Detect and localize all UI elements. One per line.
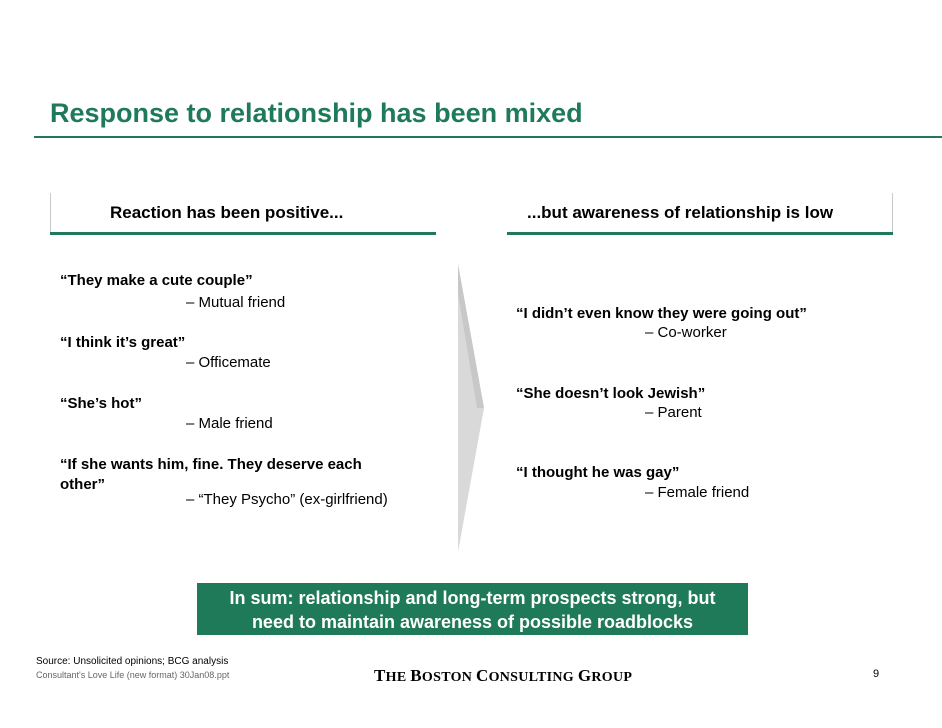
left-column-header: Reaction has been positive...	[50, 193, 436, 235]
left-header-divider	[50, 193, 51, 235]
company-logo: THE BOSTON CONSULTING GROUP	[374, 666, 633, 685]
left-header-underline	[50, 232, 436, 235]
right-attribution-3: – Female friend	[645, 484, 750, 501]
left-attribution-4: – “They Psycho” (ex-girlfriend)	[186, 491, 388, 508]
title-rule	[34, 136, 942, 138]
right-column-heading: ...but awareness of relationship is low	[527, 203, 834, 222]
left-quote-2: “I think it’s great”	[60, 334, 186, 351]
right-column-header: ...but awareness of relationship is low	[507, 193, 893, 235]
left-quote-4-line1: “If she wants him, fine. They deserve ea…	[60, 456, 362, 473]
left-column-heading: Reaction has been positive...	[110, 203, 344, 222]
right-header-divider	[892, 193, 893, 235]
right-attribution-2: – Parent	[645, 404, 702, 421]
right-quote-2: “She doesn’t look Jewish”	[516, 385, 706, 402]
summary-box: In sum: relationship and long-term prosp…	[197, 583, 748, 635]
page-number: 9	[873, 668, 880, 680]
right-quote-3: “I thought he was gay”	[516, 464, 680, 481]
source-note: Source: Unsolicited opinions; BCG analys…	[36, 656, 229, 667]
right-attribution-1: – Co-worker	[645, 324, 727, 341]
left-quote-3: “She’s hot”	[60, 395, 142, 412]
file-name: Consultant's Love Life (new format) 30Ja…	[36, 670, 230, 680]
right-header-underline	[507, 232, 893, 235]
right-quote-1: “I didn’t even know they were going out”	[516, 305, 807, 322]
left-attribution-1: – Mutual friend	[186, 294, 286, 311]
slide-title: Response to relationship has been mixed	[50, 98, 583, 128]
summary-line-2: need to maintain awareness of possible r…	[251, 612, 694, 632]
left-attribution-3: – Male friend	[186, 415, 273, 432]
left-attribution-2: – Officemate	[186, 354, 271, 371]
left-quote-1: “They make a cute couple”	[60, 272, 253, 289]
chevron-right-arrow-icon	[458, 264, 484, 552]
left-quote-4-line2: other”	[60, 476, 105, 493]
summary-line-1: In sum: relationship and long-term prosp…	[229, 588, 716, 608]
